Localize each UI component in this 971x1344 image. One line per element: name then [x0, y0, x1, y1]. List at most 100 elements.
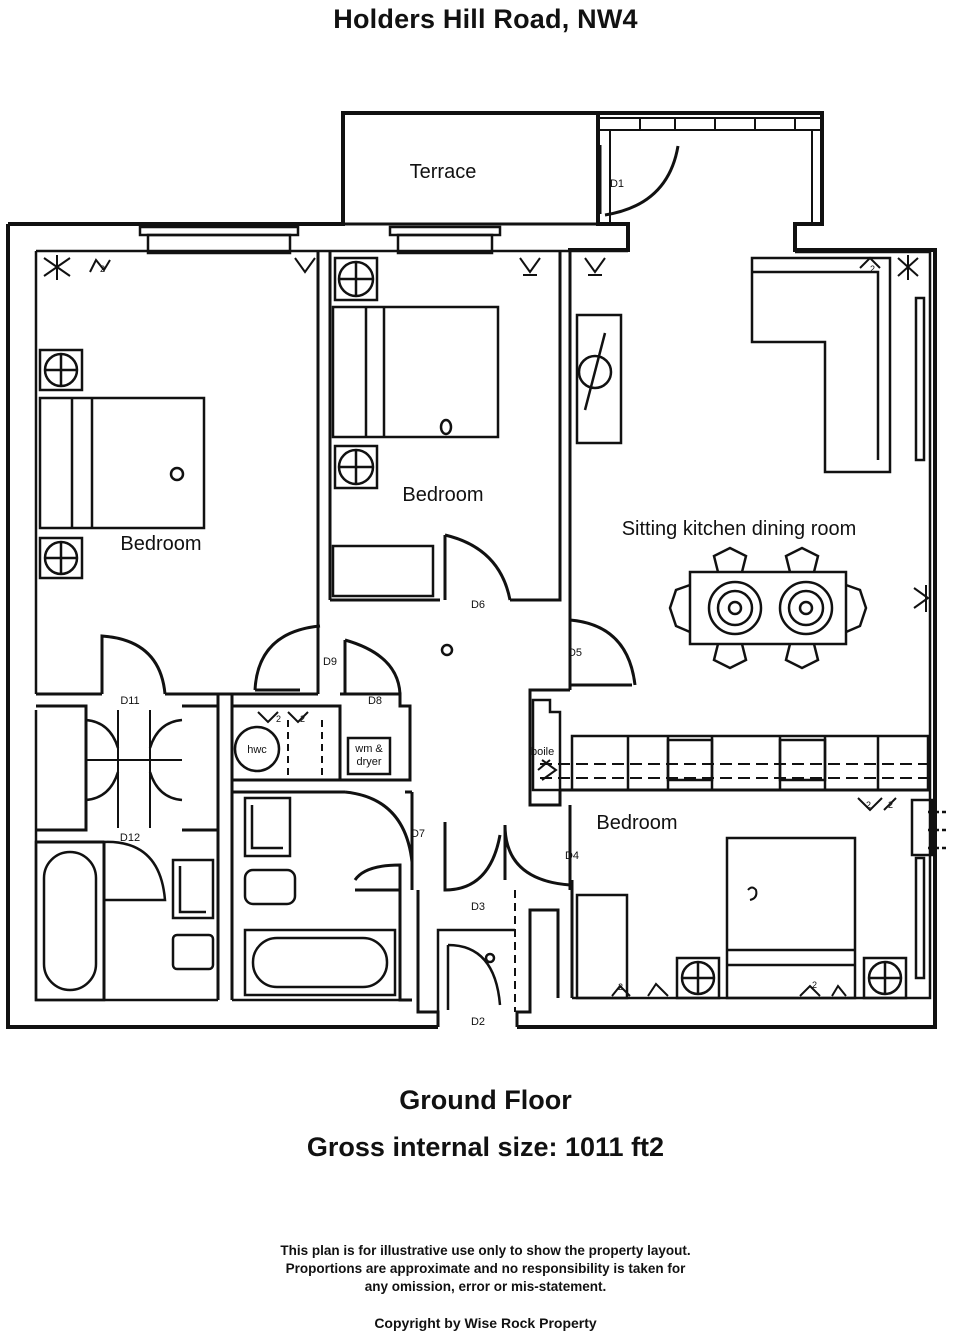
- door-d8: [343, 638, 402, 695]
- interior-walls: [36, 251, 930, 1027]
- tv-unit: [575, 313, 623, 445]
- socket-mark-5: 2: [618, 982, 623, 992]
- nightstand-right-1: [675, 956, 721, 1000]
- table-plate-1-outer: [707, 580, 763, 636]
- window-right-wall: [914, 296, 926, 462]
- socket-icon-1: [89, 258, 111, 273]
- disclaimer-line-3: any omission, error or mis-statement.: [364, 1279, 607, 1294]
- lamp-right-2-cross: [869, 962, 901, 994]
- labels: Terrace Bedroom Bedroom Sitting kitchen …: [100, 161, 893, 1028]
- nightstand-bottom: [38, 536, 84, 580]
- inner-wall-face: [34, 249, 932, 1002]
- sofa-l-shape: [750, 256, 892, 474]
- door-label-d7: D7: [411, 828, 425, 840]
- socket-icon-3: [519, 257, 541, 276]
- right-bedroom-furniture: [575, 797, 908, 1000]
- door-label-d12: D12: [120, 832, 140, 844]
- sofa-back: [752, 270, 880, 460]
- room-label-terrace: Terrace: [410, 161, 477, 183]
- room-label-bedroom-middle: Bedroom: [402, 484, 483, 506]
- socket-icon-7: [537, 759, 558, 781]
- wall-d3-inner: [436, 928, 515, 1012]
- disclaimer: This plan is for illustrative use only t…: [0, 1242, 971, 1296]
- wc-left: [171, 858, 215, 920]
- nightstand-top: [38, 348, 84, 392]
- wall-corridor-right: [528, 683, 632, 807]
- lamp-middle-top-cross: [339, 262, 373, 296]
- disclaimer-line-1: This plan is for illustrative use only t…: [280, 1243, 691, 1258]
- door-label-d5: D5: [568, 647, 582, 659]
- door-d4: [503, 824, 571, 887]
- boiler-cupboard: [531, 698, 562, 792]
- wall-between-bedrooms: [316, 251, 332, 600]
- left-bedroom-furniture: [38, 255, 316, 580]
- bed-right: [725, 836, 857, 1000]
- wardrobe-left-doors: [85, 718, 183, 802]
- bed-middle-lamp: [439, 418, 453, 436]
- lamp-bottom-cross: [45, 542, 77, 574]
- socket-icon-4: [859, 256, 881, 269]
- bathtub-main-inner: [251, 936, 389, 989]
- wardrobe-right: [575, 893, 629, 1000]
- tv-icon-line: [583, 332, 607, 411]
- window-left-bedroom-sill: [146, 233, 292, 255]
- copyright: Copyright by Wise Rock Property: [374, 1315, 597, 1331]
- room-label-sitting: Sitting kitchen dining room: [622, 518, 857, 540]
- door-label-d9: D9: [323, 656, 337, 668]
- socket-icon-10: [857, 797, 897, 812]
- hwc-socket-icons: [257, 711, 309, 724]
- socket-icon-2: [294, 257, 316, 274]
- terrace-glazing-ticks: [639, 118, 796, 130]
- door-label-d3: D3: [471, 901, 485, 913]
- door-d7: [344, 790, 414, 892]
- wc-main-seat: [250, 805, 283, 850]
- socket-icon-8: [611, 982, 669, 997]
- washer-dryer: [346, 736, 392, 776]
- wall-bath-right: [398, 792, 414, 1002]
- desk-middle: [331, 544, 435, 598]
- kitchen-counter: [531, 698, 930, 792]
- counter-dividers: [626, 736, 880, 790]
- socket-mark-1: 2: [100, 264, 105, 274]
- d2-handle: [484, 952, 496, 964]
- door-label-d11: D11: [120, 695, 139, 707]
- socket-icon-6: [913, 585, 930, 612]
- nightstand-middle-bottom: [333, 444, 379, 490]
- size-caption: Gross internal size: 1011 ft2: [306, 1132, 665, 1162]
- wall-wardrobes: [36, 704, 218, 844]
- socket-mark-6: 2: [812, 980, 817, 990]
- bed-left-lamp: [169, 466, 185, 482]
- fixture-label-dryer: dryer: [356, 756, 381, 768]
- doors: [100, 145, 680, 1012]
- plan-title: Holders Hill Road, NW4: [333, 4, 638, 34]
- door-label-d2: D2: [471, 1016, 485, 1028]
- door-d2: [446, 943, 502, 1010]
- fixture-label-wm: wm &: [354, 743, 383, 755]
- socket-mark-2: 2: [870, 264, 875, 274]
- table-plate-2-mid: [787, 589, 825, 627]
- chair-bottom-left: [712, 643, 748, 670]
- sink-left: [171, 933, 215, 971]
- room-label-bedroom-left: Bedroom: [120, 533, 201, 555]
- chair-left: [668, 583, 691, 634]
- door-label-d1: D1: [610, 178, 624, 190]
- bed-middle: [331, 305, 500, 439]
- ceiling-light-icon-2: [897, 255, 919, 280]
- table-plate-2-outer: [778, 580, 834, 636]
- external-walls: [6, 111, 937, 1029]
- hob: [778, 738, 827, 782]
- nightstand-middle-top: [333, 256, 379, 302]
- bed-left-pillows: [70, 398, 94, 528]
- door-d11: [100, 634, 167, 695]
- hall-light: [440, 643, 454, 657]
- chair-bottom-right: [784, 643, 820, 670]
- socket-mark-8: 2: [300, 714, 305, 724]
- door-d12: [102, 840, 167, 902]
- bed-left: [38, 396, 206, 530]
- socket-mark-3: 2: [866, 800, 871, 810]
- lamp-right-1-cross: [682, 962, 714, 994]
- wc-left-tank: [178, 866, 206, 914]
- socket-icon-9: [799, 984, 847, 997]
- door-d6: [443, 533, 512, 601]
